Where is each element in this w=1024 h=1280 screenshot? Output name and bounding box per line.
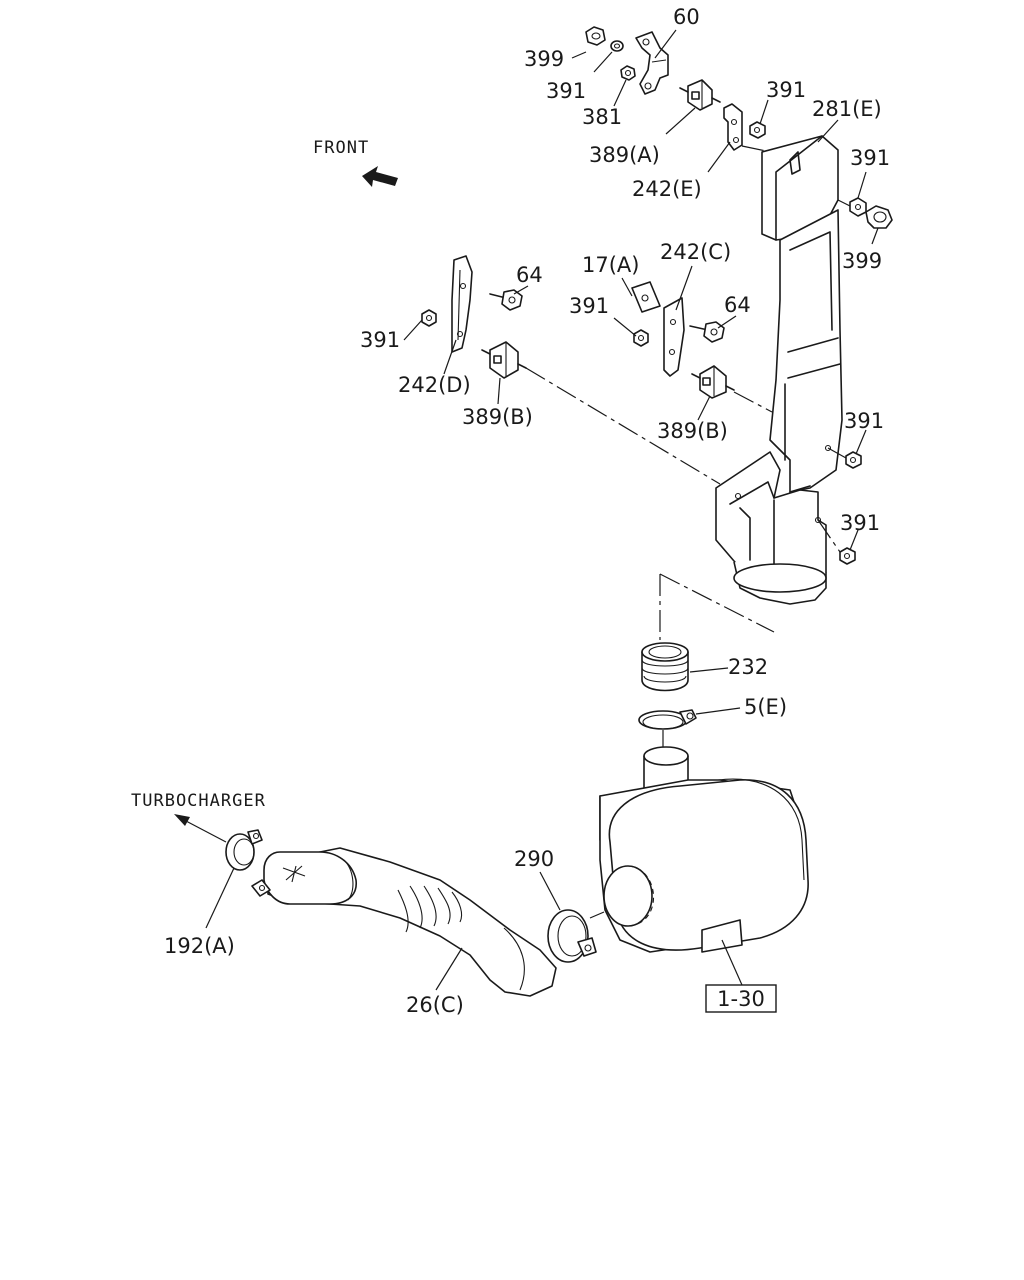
part-290-hose-clamp — [547, 909, 597, 963]
part-391-nut-g — [839, 547, 856, 565]
part-242E-bracket — [723, 103, 743, 151]
callout-389A: 389(A) — [589, 143, 660, 167]
turbocharger-label: TURBOCHARGER — [131, 791, 266, 811]
front-direction-marker: FRONT — [313, 138, 398, 187]
reference-box-label: 1-30 — [717, 987, 765, 1011]
part-391-washer-top — [610, 40, 624, 52]
callout-389B-mid: 389(B) — [657, 419, 728, 443]
part-391-nut-b — [749, 121, 766, 139]
callout-242D: 242(D) — [398, 373, 471, 397]
callout-281E: 281(E) — [812, 97, 882, 121]
callout-391-f: 391 — [844, 409, 884, 433]
turbocharger-arrow-icon — [174, 814, 190, 826]
part-64-bolt-mid — [689, 321, 725, 343]
callout-60: 60 — [673, 5, 700, 29]
front-arrow-icon — [362, 166, 398, 187]
front-label: FRONT — [313, 138, 369, 158]
callout-64-mid: 64 — [724, 293, 751, 317]
part-5E-hose-clamp — [638, 709, 697, 730]
callout-391-e: 391 — [360, 328, 400, 352]
part-air-cleaner-assembly — [599, 746, 809, 953]
callout-391-d: 391 — [569, 294, 609, 318]
callout-242E: 242(E) — [632, 177, 702, 201]
callout-labels: 60 399 391 381 389(A) 391 281(E) 242(E) … — [164, 5, 890, 1017]
part-399-top-nut — [585, 26, 606, 46]
part-381-nut — [620, 65, 636, 81]
callout-391-b: 391 — [766, 78, 806, 102]
callout-391-g: 391 — [840, 511, 880, 535]
part-64-bolt-left — [489, 289, 523, 311]
part-389A-rubber-mount — [679, 79, 721, 111]
part-26C-intake-hose — [251, 847, 557, 997]
part-389B-mount-left — [481, 341, 527, 379]
part-192A-hose-clamp — [225, 829, 263, 871]
part-242C-bracket — [663, 297, 685, 377]
part-389B-mount-mid — [691, 365, 735, 399]
part-60-bracket — [635, 31, 669, 95]
part-399-right-nut — [865, 205, 893, 229]
turbocharger-direction-marker: TURBOCHARGER — [131, 791, 266, 843]
part-17A-plate — [631, 281, 661, 313]
callout-381: 381 — [582, 105, 622, 129]
callout-64-left: 64 — [516, 263, 543, 287]
callout-192A: 192(A) — [164, 934, 235, 958]
callout-leaders — [205, 29, 879, 991]
callout-232: 232 — [728, 655, 768, 679]
part-391-nut-f — [845, 451, 862, 469]
callout-290: 290 — [514, 847, 554, 871]
callout-391-c: 391 — [850, 146, 890, 170]
callout-17A: 17(A) — [582, 253, 639, 277]
callout-26C: 26(C) — [406, 993, 464, 1017]
part-391-nut-e — [421, 309, 437, 327]
part-391-nut-d — [633, 329, 649, 347]
callout-242C: 242(C) — [660, 240, 731, 264]
callout-5E: 5(E) — [744, 695, 787, 719]
callout-389B-left: 389(B) — [462, 405, 533, 429]
part-232-rubber-connector — [641, 642, 689, 692]
callout-399-right: 399 — [842, 249, 882, 273]
part-242D-bracket — [451, 255, 473, 353]
part-391-nut-c — [849, 197, 867, 217]
part-281E-air-duct — [715, 135, 843, 605]
callout-391-a: 391 — [546, 79, 586, 103]
reference-box-1-30: 1-30 — [705, 939, 777, 1013]
callout-399-top: 399 — [524, 47, 564, 71]
